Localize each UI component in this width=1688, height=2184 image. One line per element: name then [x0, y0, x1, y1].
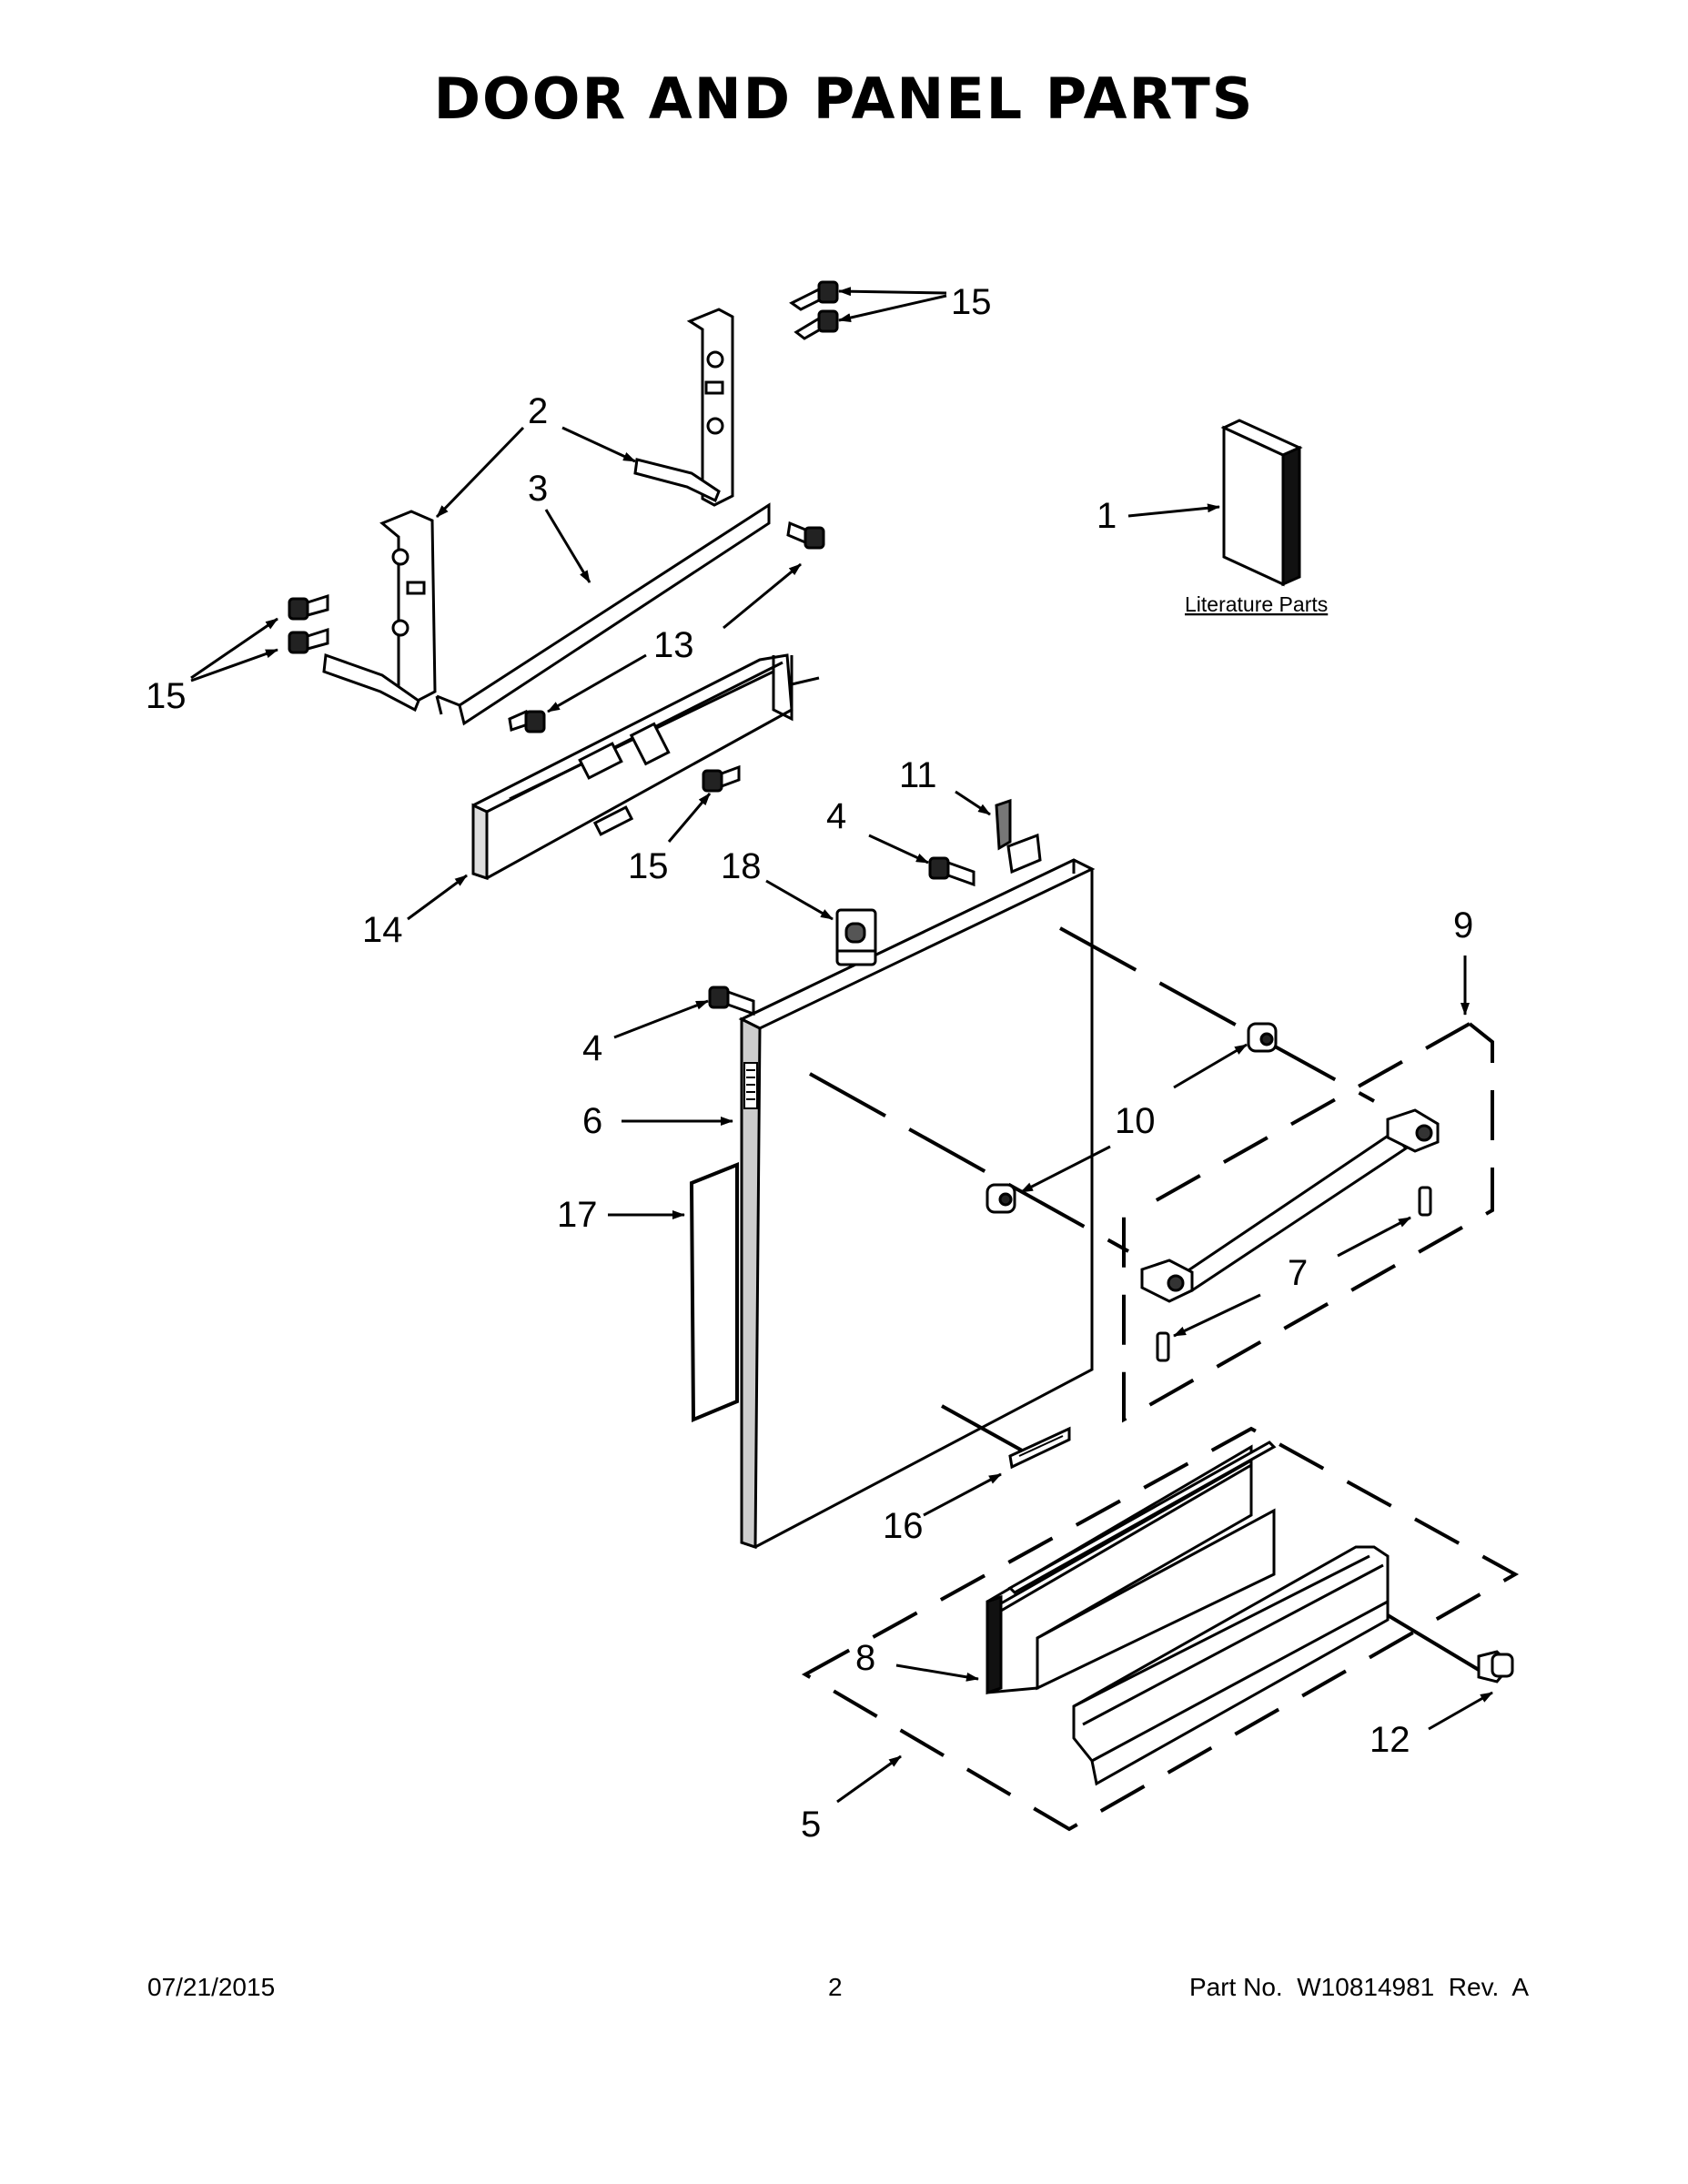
callout-15-left: 15 [146, 676, 187, 716]
callout-leader-4b [613, 999, 709, 1039]
callout-2: 2 [528, 391, 548, 431]
alignment-line-upper [1059, 926, 1375, 1103]
callout-4-left: 4 [582, 1028, 602, 1068]
screw-15-top-b[interactable] [793, 309, 839, 340]
handle-standoff-upper[interactable] [1247, 1022, 1278, 1053]
badge-alignment-line [941, 1404, 1025, 1453]
callout-6: 6 [582, 1101, 602, 1141]
callout-leader-14 [407, 874, 468, 921]
callout-leader-10b [1020, 1145, 1111, 1194]
door-screw-left[interactable] [708, 986, 755, 1016]
literature-booklet[interactable] [1220, 419, 1303, 587]
callout-leader-15c [190, 617, 278, 680]
callout-14: 14 [362, 910, 403, 950]
callout-leader-7a [1337, 1216, 1411, 1258]
screw-15-left-b[interactable] [288, 627, 329, 654]
callout-leader-13a [723, 562, 802, 630]
callout-leader-15b [838, 294, 947, 322]
alignment-line-lower [809, 1072, 1129, 1253]
toe-kick-fastener[interactable] [1477, 1650, 1514, 1684]
callout-leader-1 [1127, 503, 1220, 518]
screw-15-top-a[interactable] [789, 280, 839, 311]
callout-13: 13 [653, 625, 694, 665]
callout-4-top: 4 [826, 796, 846, 836]
callout-7: 7 [1288, 1253, 1308, 1293]
callout-18: 18 [721, 846, 762, 886]
callout-12: 12 [1370, 1720, 1410, 1760]
callout-15-top: 15 [951, 282, 992, 322]
handle-setscrew-upper[interactable] [1418, 1186, 1432, 1217]
footer-date: 07/21/2015 [147, 1973, 276, 2001]
panel-rail[interactable] [435, 502, 771, 726]
callout-leader-15d [190, 648, 278, 682]
door-panel[interactable] [738, 858, 1096, 1550]
callout-3: 3 [528, 469, 548, 509]
callout-leader-5 [836, 1754, 902, 1804]
callout-leader-2a [561, 426, 636, 463]
callout-leader-12 [1428, 1691, 1493, 1731]
screw-13-right[interactable] [786, 521, 825, 550]
callout-leader-15a [838, 287, 947, 297]
toe-kick-kit-boundary [801, 1426, 1520, 1832]
screw-15-housing[interactable] [702, 764, 741, 793]
door-vent-grille [743, 1062, 758, 1109]
callout-leader-3 [544, 509, 591, 583]
callout-leader-10a [1173, 1043, 1248, 1089]
callout-leader-16 [923, 1472, 1002, 1517]
control-housing[interactable] [471, 653, 820, 881]
callout-11: 11 [899, 755, 937, 795]
door-seal-strip[interactable] [689, 1162, 739, 1422]
callout-leader-2b [435, 426, 525, 519]
callout-15-housing: 15 [628, 846, 669, 886]
door-screw-top[interactable] [928, 856, 975, 887]
toe-kick-fastener-line [1386, 1613, 1481, 1672]
callout-leader-4a [868, 834, 929, 864]
mounting-bracket-right[interactable] [633, 308, 734, 507]
callout-1: 1 [1097, 496, 1117, 536]
toe-kick-panel-front[interactable] [986, 1441, 1277, 1695]
callout-8: 8 [855, 1638, 875, 1678]
callout-9: 9 [1453, 905, 1473, 945]
page-title: DOOR AND PANEL PARTS [433, 66, 1255, 132]
callout-leader-15e [667, 793, 712, 843]
door-clip[interactable] [995, 798, 1042, 875]
callout-17: 17 [557, 1195, 598, 1235]
callout-leader-7b [1173, 1293, 1261, 1338]
callout-leader-11 [955, 790, 991, 816]
logo-badge[interactable] [1008, 1426, 1071, 1470]
handle-kit-boundary [1122, 1022, 1494, 1423]
handle-setscrew-lower[interactable] [1156, 1331, 1170, 1362]
callout-leader-8 [895, 1663, 979, 1682]
callout-5: 5 [801, 1805, 821, 1845]
screw-15-left-a[interactable] [288, 593, 329, 621]
mounting-bracket-left[interactable] [322, 510, 437, 713]
handle-bar[interactable] [1140, 1108, 1440, 1303]
screw-13-left[interactable] [508, 709, 546, 733]
callout-10: 10 [1115, 1101, 1156, 1141]
footer-part-number: Part No. W10814981 Rev. A [1188, 1973, 1529, 2001]
door-latch[interactable] [835, 908, 877, 966]
literature-parts-label[interactable]: Literature Parts [1185, 592, 1328, 616]
footer-page-number: 2 [828, 1973, 843, 2001]
handle-standoff-lower[interactable] [986, 1183, 1016, 1214]
toe-kick-panel-rear[interactable] [1072, 1545, 1390, 1786]
callout-16: 16 [883, 1506, 924, 1546]
callout-leader-18 [765, 879, 834, 921]
callout-leader-13b [547, 653, 647, 713]
